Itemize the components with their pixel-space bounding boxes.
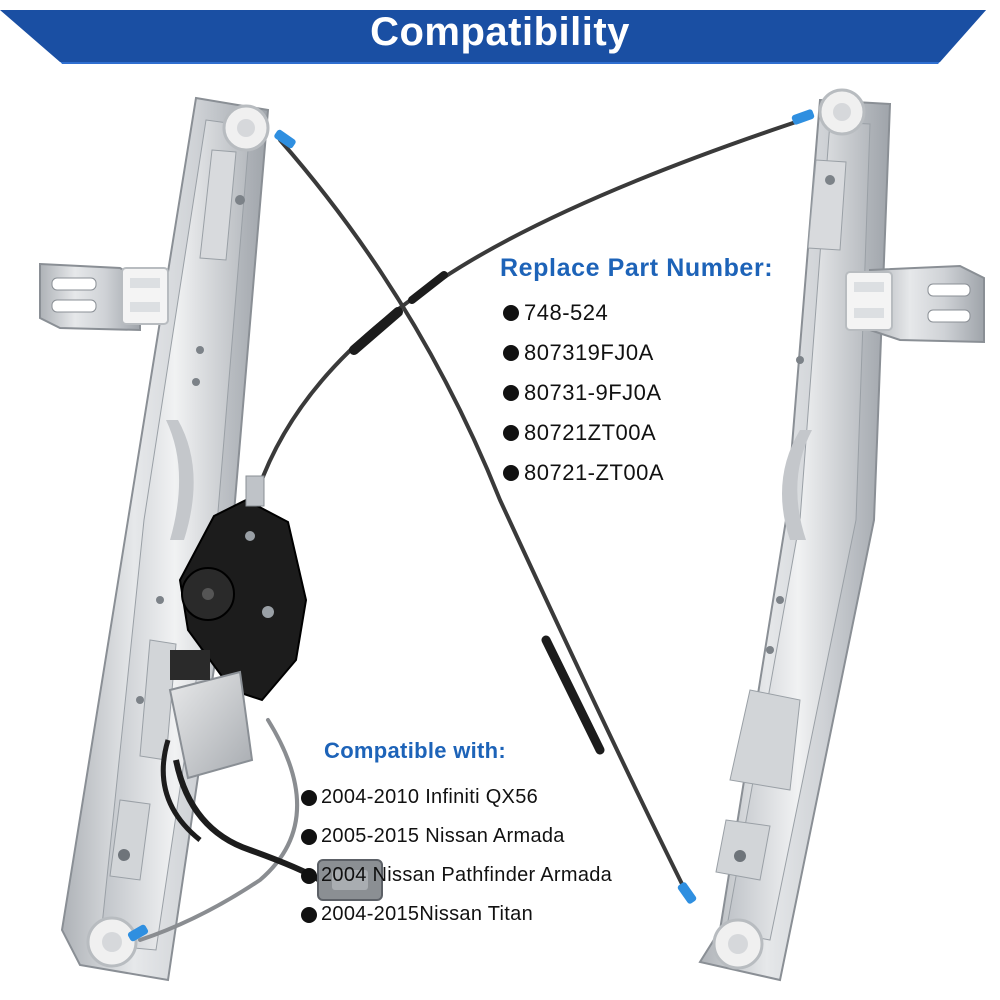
- list-item: 80731-9FJ0A: [500, 373, 773, 413]
- page-title: Compatibility: [370, 10, 630, 54]
- list-item: 2005-2015 Nissan Armada: [298, 817, 612, 856]
- compatible-list: 2004-2010 Infiniti QX56 2005-2015 Nissan…: [298, 778, 612, 934]
- bullet-dot-icon: [503, 425, 519, 441]
- regulator-cables: [138, 116, 810, 942]
- window-motor: [160, 475, 383, 901]
- banner: Compatibility: [0, 0, 1000, 72]
- banner-shape: [0, 4, 1000, 64]
- bullet-dot-icon: [503, 385, 519, 401]
- bullet-dot-icon: [301, 828, 317, 845]
- bullet-dot-icon: [503, 465, 519, 481]
- replace-part-section: Replace Part Number: 748-524 807319FJ0A …: [500, 254, 773, 493]
- left-rail: [39, 96, 270, 982]
- list-item: 80721ZT00A: [500, 413, 773, 453]
- list-item: 2004-2010 Infiniti QX56: [298, 778, 612, 817]
- list-item: 80721-ZT00A: [500, 453, 773, 493]
- replace-part-heading: Replace Part Number:: [500, 254, 774, 282]
- list-item: 2004-2015Nissan Titan: [298, 895, 612, 934]
- list-item: 807319FJ0A: [500, 333, 773, 373]
- bullet-dot-icon: [503, 345, 519, 361]
- right-rail: [698, 88, 985, 982]
- replace-part-list: 748-524 807319FJ0A 80731-9FJ0A 80721ZT00…: [500, 293, 773, 493]
- bullet-dot-icon: [301, 789, 317, 806]
- bullet-dot-icon: [301, 906, 317, 923]
- cable-clips: [127, 109, 815, 942]
- bullet-dot-icon: [301, 867, 317, 884]
- list-item: 2004 Nissan Pathfinder Armada: [298, 856, 612, 895]
- list-item: 748-524: [500, 293, 773, 333]
- bullet-dot-icon: [503, 305, 519, 321]
- compatible-heading: Compatible with:: [324, 738, 507, 763]
- compatible-section: Compatible with: 2004-2010 Infiniti QX56…: [298, 738, 612, 934]
